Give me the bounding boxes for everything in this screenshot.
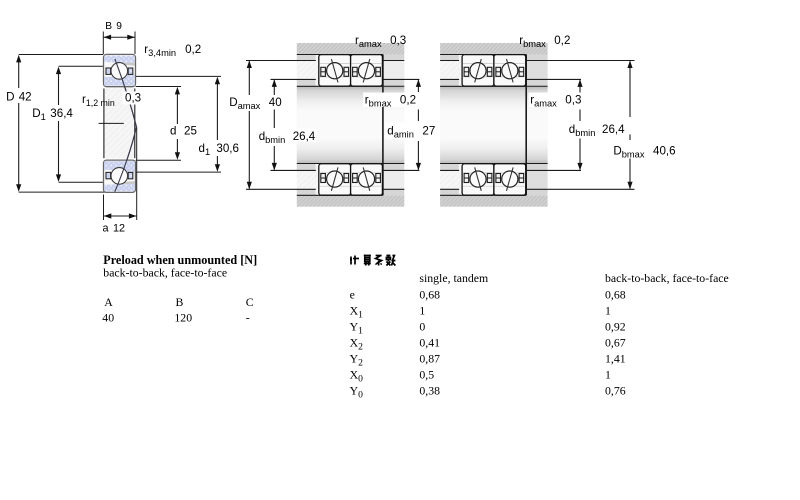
svg-text:30,6: 30,6: [216, 142, 239, 155]
svg-text:single, tandem: single, tandem: [419, 271, 488, 285]
svg-text:0,68: 0,68: [419, 287, 440, 301]
svg-text:B: B: [176, 295, 184, 309]
svg-text:0,76: 0,76: [605, 383, 626, 397]
svg-text:0,3: 0,3: [125, 92, 141, 105]
svg-text:1: 1: [419, 303, 425, 317]
svg-text:12: 12: [113, 222, 125, 234]
svg-text:0,87: 0,87: [419, 351, 440, 365]
svg-text:120: 120: [174, 310, 192, 324]
svg-text:26,4: 26,4: [602, 123, 625, 136]
svg-text:0,38: 0,38: [419, 383, 440, 397]
svg-text:e: e: [350, 287, 355, 301]
svg-text:25: 25: [184, 125, 197, 138]
svg-text:0,92: 0,92: [605, 319, 626, 333]
svg-text:B: B: [105, 21, 112, 32]
svg-text:0,67: 0,67: [605, 335, 626, 349]
svg-text:26,4: 26,4: [293, 130, 316, 143]
svg-text:back-to-back, face-to-face: back-to-back, face-to-face: [605, 271, 729, 285]
svg-text:1: 1: [605, 303, 611, 317]
svg-text:-: -: [246, 310, 250, 324]
svg-text:0,68: 0,68: [605, 287, 626, 301]
svg-text:9: 9: [116, 21, 122, 32]
svg-text:0,41: 0,41: [419, 335, 440, 349]
svg-text:d1: d1: [199, 142, 211, 157]
svg-text:back-to-back, face-to-face: back-to-back, face-to-face: [103, 266, 227, 280]
svg-text:1: 1: [605, 367, 611, 381]
svg-text:0,5: 0,5: [419, 367, 434, 381]
svg-text:C: C: [246, 295, 254, 309]
svg-text:A: A: [104, 295, 113, 309]
svg-text:0: 0: [419, 319, 425, 333]
svg-text:d: d: [170, 125, 176, 138]
svg-text:D: D: [6, 90, 14, 103]
svg-text:36,4: 36,4: [50, 107, 73, 120]
svg-text:40: 40: [102, 310, 114, 324]
svg-text:42: 42: [19, 90, 32, 103]
svg-text:1,41: 1,41: [605, 351, 626, 365]
svg-text:a: a: [103, 222, 109, 234]
svg-text:Preload when unmounted [N]: Preload when unmounted [N]: [103, 253, 257, 267]
